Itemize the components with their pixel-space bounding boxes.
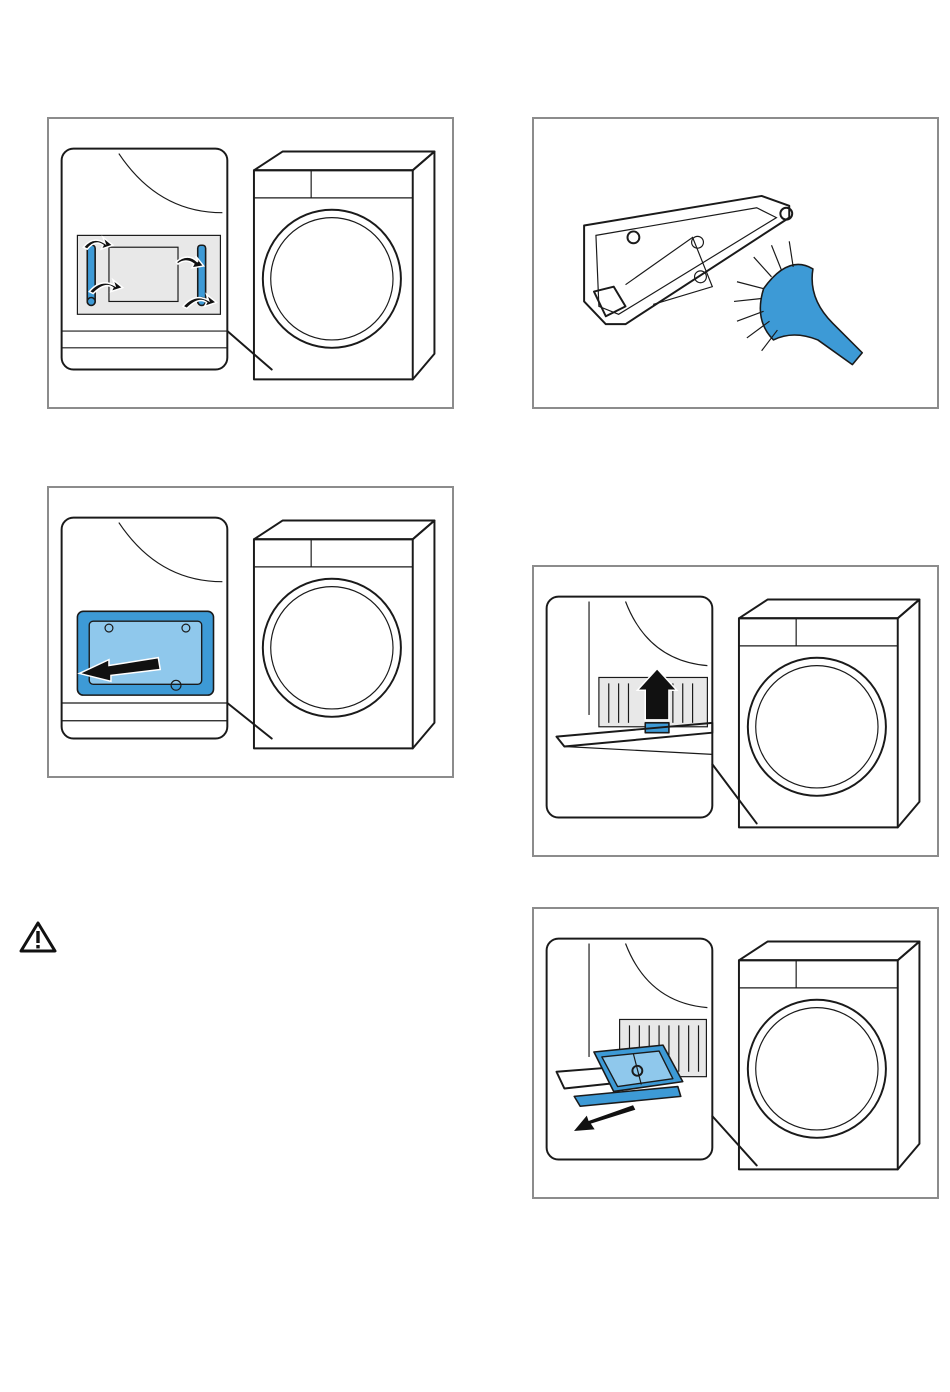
arrow-down-left-icon bbox=[572, 1104, 636, 1132]
figure-release-latches bbox=[47, 117, 454, 409]
brush-icon bbox=[734, 241, 862, 364]
illustration-remove-cover bbox=[49, 488, 452, 776]
figure-pull-out-filter bbox=[532, 907, 939, 1199]
illustration-brush-cleaning bbox=[534, 119, 937, 407]
illustration-pull-out-filter bbox=[534, 909, 937, 1197]
figure-remove-cover bbox=[47, 486, 454, 778]
illustration-release-latches bbox=[49, 119, 452, 407]
illustration-lift-filter bbox=[534, 567, 937, 855]
figure-lift-filter bbox=[532, 565, 939, 857]
warning-triangle-icon bbox=[18, 920, 58, 954]
figure-brush-cleaning bbox=[532, 117, 939, 409]
